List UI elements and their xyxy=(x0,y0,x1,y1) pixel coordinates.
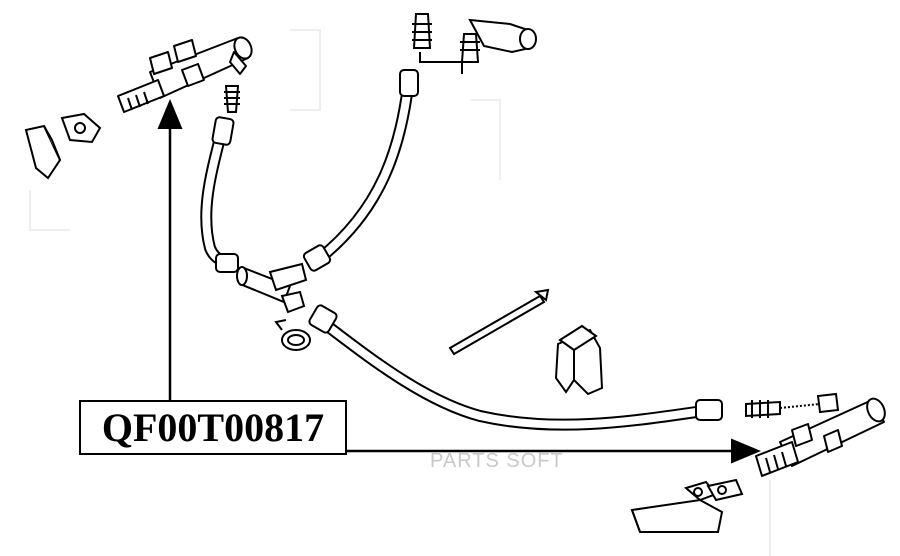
lower-hose[interactable] xyxy=(308,304,723,431)
t-connector[interactable] xyxy=(236,262,308,314)
left-check-valve[interactable] xyxy=(224,85,240,113)
part-number-label[interactable]: QF00T00817 xyxy=(79,400,347,455)
upper-hose-left[interactable] xyxy=(200,116,239,273)
mounting-clip[interactable] xyxy=(554,324,604,396)
cable-tie[interactable] xyxy=(448,288,550,356)
nozzle-cover-right[interactable] xyxy=(630,478,744,533)
watermark: PARTS SOFT xyxy=(430,450,564,472)
hose-clamp[interactable] xyxy=(274,319,311,351)
right-washer-nozzle[interactable] xyxy=(755,396,888,477)
background-ghost-lines xyxy=(29,29,771,556)
right-check-valve[interactable] xyxy=(745,392,840,418)
leader-lines xyxy=(157,99,761,464)
left-washer-nozzle[interactable] xyxy=(117,35,255,113)
upper-hose-right[interactable] xyxy=(302,69,419,272)
nozzle-cover-left[interactable] xyxy=(24,112,102,180)
check-valve-connector[interactable] xyxy=(412,13,537,74)
